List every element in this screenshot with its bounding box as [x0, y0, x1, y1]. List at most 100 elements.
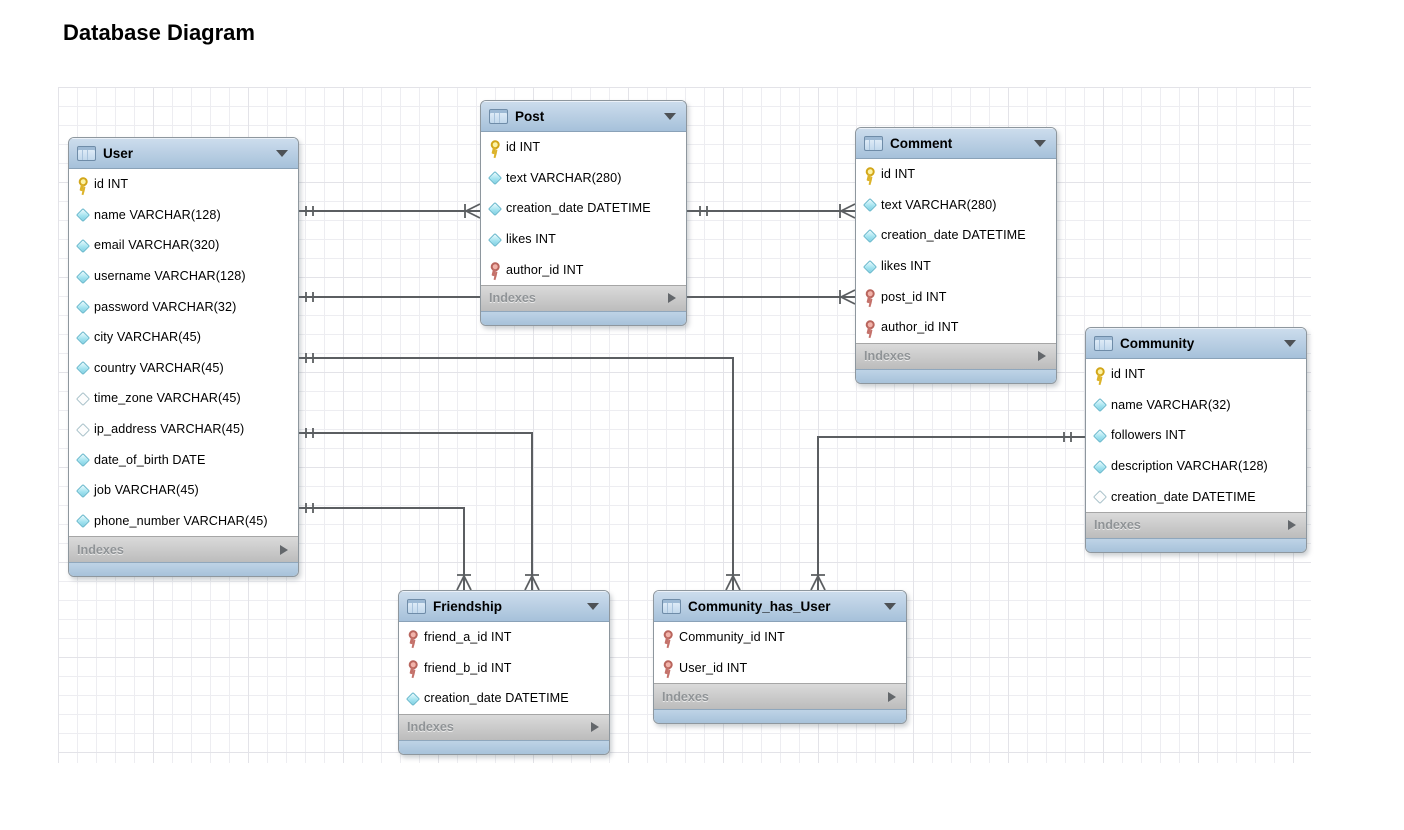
column-row[interactable]: author_id INT — [856, 311, 1056, 343]
table-friendship[interactable]: Friendship friend_a_id INT friend_b_id INT… — [398, 590, 610, 755]
column-row[interactable]: author_id INT — [481, 254, 686, 285]
column-label: id INT — [1111, 367, 1146, 382]
column-row[interactable]: password VARCHAR(32) — [69, 291, 298, 322]
column-row[interactable]: id INT — [1086, 359, 1306, 390]
column-icon — [75, 330, 89, 345]
table-comment[interactable]: Comment id INT text VARCHAR(280) creation_d… — [855, 127, 1057, 384]
collapse-arrow-icon[interactable] — [1284, 339, 1296, 347]
column-row[interactable]: creation_date DATETIME — [399, 683, 609, 714]
table-community[interactable]: Community id INT name VARCHAR(32) followers… — [1085, 327, 1307, 553]
column-label: city VARCHAR(45) — [94, 330, 202, 345]
rel-friendship-friend-a-to-user[interactable] — [297, 503, 472, 591]
column-row[interactable]: ip_address VARCHAR(45) — [69, 413, 298, 445]
expand-arrow-icon[interactable] — [1038, 351, 1046, 362]
column-label: friend_a_id INT — [424, 630, 512, 645]
collapse-arrow-icon[interactable] — [664, 112, 676, 120]
column-row[interactable]: description VARCHAR(128) — [1086, 450, 1306, 482]
column-icon — [1092, 459, 1106, 474]
column-label: id INT — [881, 167, 916, 182]
column-row[interactable]: text VARCHAR(280) — [481, 162, 686, 194]
column-label: creation_date DATETIME — [881, 228, 1026, 243]
foreign-key-icon — [403, 628, 420, 646]
column-row[interactable]: city VARCHAR(45) — [69, 321, 298, 353]
table-name: Friendship — [433, 598, 503, 614]
table-header[interactable]: Community_has_User — [654, 591, 906, 622]
column-row[interactable]: creation_date DATETIME — [481, 193, 686, 224]
column-row[interactable]: email VARCHAR(320) — [69, 230, 298, 261]
column-icon — [75, 513, 89, 528]
indexes-footer[interactable]: Indexes — [856, 342, 1056, 369]
table-icon — [1094, 335, 1113, 351]
table-bottom-strip — [69, 562, 298, 577]
column-row[interactable]: followers INT — [1086, 420, 1306, 451]
rel-comment-post-to-post[interactable] — [685, 203, 856, 219]
table-name: Comment — [890, 135, 953, 151]
foreign-key-icon — [860, 318, 877, 336]
collapse-arrow-icon[interactable] — [587, 602, 599, 610]
column-label: job VARCHAR(45) — [94, 483, 199, 498]
collapse-arrow-icon[interactable] — [276, 149, 288, 157]
column-row[interactable]: post_id INT — [856, 281, 1056, 312]
column-row[interactable]: phone_number VARCHAR(45) — [69, 505, 298, 537]
indexes-footer[interactable]: Indexes — [399, 713, 609, 740]
foreign-key-icon — [658, 628, 675, 646]
column-label: date_of_birth DATE — [94, 452, 206, 467]
column-row[interactable]: time_zone VARCHAR(45) — [69, 383, 298, 414]
column-row[interactable]: User_id INT — [654, 652, 906, 684]
column-icon — [862, 197, 876, 212]
table-name: Community_has_User — [688, 598, 831, 614]
collapse-arrow-icon[interactable] — [1034, 139, 1046, 147]
column-row[interactable]: creation_date DATETIME — [1086, 481, 1306, 512]
column-row[interactable]: id INT — [481, 132, 686, 163]
column-row[interactable]: text VARCHAR(280) — [856, 189, 1056, 221]
column-row[interactable]: country VARCHAR(45) — [69, 352, 298, 384]
collapse-arrow-icon[interactable] — [884, 602, 896, 610]
column-row[interactable]: likes INT — [856, 250, 1056, 282]
column-row[interactable]: friend_b_id INT — [399, 652, 609, 684]
indexes-footer[interactable]: Indexes — [654, 683, 906, 710]
column-row[interactable]: name VARCHAR(128) — [69, 199, 298, 231]
indexes-label: Indexes — [864, 349, 911, 364]
expand-arrow-icon[interactable] — [668, 293, 676, 304]
column-row[interactable]: date_of_birth DATE — [69, 444, 298, 475]
table-bottom-strip — [654, 709, 906, 724]
expand-arrow-icon[interactable] — [591, 722, 599, 733]
column-row[interactable]: username VARCHAR(128) — [69, 260, 298, 292]
expand-arrow-icon[interactable] — [280, 544, 288, 555]
rel-post-author-to-user[interactable] — [297, 203, 481, 219]
column-label: author_id INT — [881, 320, 959, 335]
rel-community-has-user-to-user[interactable] — [297, 353, 741, 591]
indexes-footer[interactable]: Indexes — [481, 284, 686, 311]
rel-friendship-friend-b-to-user[interactable] — [297, 428, 540, 591]
indexes-footer[interactable]: Indexes — [1086, 511, 1306, 538]
column-row[interactable]: creation_date DATETIME — [856, 220, 1056, 251]
column-label: friend_b_id INT — [424, 660, 512, 675]
table-header[interactable]: Friendship — [399, 591, 609, 622]
column-label: time_zone VARCHAR(45) — [94, 391, 241, 406]
column-row[interactable]: likes INT — [481, 223, 686, 255]
column-row[interactable]: id INT — [69, 169, 298, 200]
column-icon — [75, 238, 89, 253]
table-header[interactable]: Community — [1086, 328, 1306, 359]
column-row[interactable]: name VARCHAR(32) — [1086, 389, 1306, 421]
column-row[interactable]: friend_a_id INT — [399, 622, 609, 653]
column-icon — [75, 360, 89, 375]
indexes-footer[interactable]: Indexes — [69, 536, 298, 563]
column-row[interactable]: job VARCHAR(45) — [69, 474, 298, 506]
table-header[interactable]: User — [69, 138, 298, 169]
column-row[interactable]: id INT — [856, 159, 1056, 190]
column-icon — [487, 232, 501, 247]
column-label: User_id INT — [679, 660, 748, 675]
expand-arrow-icon[interactable] — [1288, 520, 1296, 531]
table-header[interactable]: Comment — [856, 128, 1056, 159]
column-row[interactable]: Community_id INT — [654, 622, 906, 653]
expand-arrow-icon[interactable] — [888, 691, 896, 702]
column-label: description VARCHAR(128) — [1111, 459, 1268, 474]
table-header[interactable]: Post — [481, 101, 686, 132]
column-label: followers INT — [1111, 428, 1186, 443]
column-label: name VARCHAR(128) — [94, 207, 221, 222]
rel-community-has-user-to-community[interactable] — [810, 432, 1085, 591]
